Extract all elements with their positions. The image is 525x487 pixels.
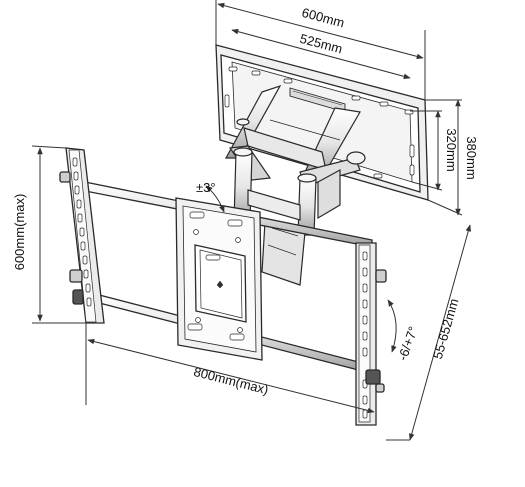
tv-bracket-width-label: 800mm(max) [192, 364, 270, 397]
tv-bracket-height-label: 600mm(max) [12, 194, 27, 271]
dimension-lines [31, 0, 472, 441]
tv-bracket [59, 147, 387, 426]
swivel-angle-label: ±3° [196, 180, 216, 195]
wall-plate-inner-height-label: 320mm [444, 128, 459, 171]
wall-plate-width-label: 600mm [300, 5, 346, 31]
tilt-angle-label: -6/+7° [395, 324, 421, 362]
wall-plate-height-label: 380mm [464, 136, 479, 179]
extension-range-label: 55-652mm [430, 297, 462, 361]
articulating-arms [224, 84, 366, 286]
wall-plate-inner-width-label: 525mm [298, 31, 344, 57]
